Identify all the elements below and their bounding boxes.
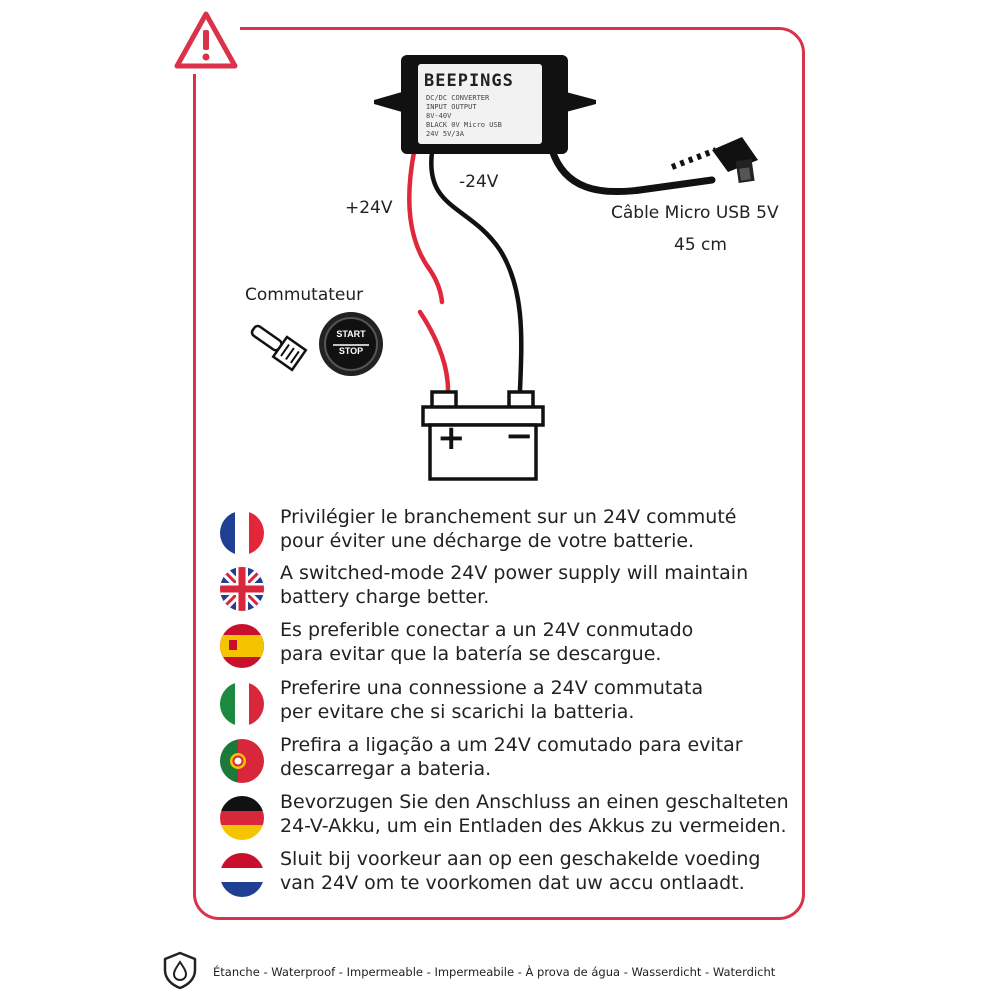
language-row-es: Es preferible conectar a un 24V conmutad… [220, 618, 780, 668]
france-flag-icon [220, 511, 264, 555]
battery-minus-sign: − [505, 416, 534, 456]
device-spec-3: 8V-40V [426, 112, 452, 120]
device-brand: BEEPINGS [424, 71, 514, 91]
italy-flag-icon [220, 682, 264, 726]
language-text: A switched-mode 24V power supply will ma… [280, 562, 749, 608]
germany-flag-icon [220, 796, 264, 840]
language-text: Es preferible conectar a un 24V conmutad… [280, 619, 694, 665]
language-row-it: Preferire una connessione a 24V commutat… [220, 676, 780, 726]
wiring-diagram [250, 55, 758, 481]
language-row-fr: Privilégier le branchement sur un 24V co… [220, 505, 780, 555]
footer: Étanche - Waterproof - Impermeable - Imp… [160, 950, 820, 990]
spain-flag-icon [220, 624, 264, 668]
uk-flag-icon [220, 567, 264, 611]
positive-wire-lower [417, 309, 451, 393]
cable-label: Câble Micro USB 5V [611, 203, 779, 223]
negative-wire-label: -24V [459, 172, 499, 192]
language-row-en: A switched-mode 24V power supply will ma… [220, 561, 780, 611]
warning-icon [172, 8, 240, 74]
dc-converter-device [374, 55, 596, 154]
waterproof-shield-icon [160, 950, 200, 990]
ignition-key-icon [250, 324, 308, 372]
language-text: Privilégier le branchement sur un 24V co… [280, 506, 737, 552]
switch-label: Commutateur [245, 285, 364, 305]
netherlands-flag-icon [220, 853, 264, 897]
battery-icon [421, 390, 545, 481]
start-stop-button-icon [319, 312, 383, 376]
language-text: Bevorzugen Sie den Anschluss an einen ge… [280, 791, 789, 837]
positive-wire-label: +24V [345, 198, 393, 218]
warning-frame [193, 27, 805, 920]
device-spec-5: 24V 5V/3A [426, 130, 464, 138]
cable-length: 45 cm [674, 235, 727, 255]
usb-cable [548, 146, 716, 196]
language-text: Prefira a ligação a um 24V comutado para… [280, 734, 743, 780]
stop-label: STOP [338, 346, 364, 356]
language-row-nl: Sluit bij voorkeur aan op een geschakeld… [220, 847, 780, 897]
language-row-de: Bevorzugen Sie den Anschluss an einen ge… [220, 790, 789, 840]
positive-wire-upper [407, 149, 445, 305]
device-spec-4: BLACK 0V Micro USB [426, 121, 502, 129]
device-spec-2: INPUT OUTPUT [426, 103, 477, 111]
language-text: Preferire una connessione a 24V commutat… [280, 677, 704, 723]
negative-wire [429, 149, 524, 393]
language-row-pt: Prefira a ligação a um 24V comutado para… [220, 733, 780, 783]
language-text: Sluit bij voorkeur aan op een geschakeld… [280, 848, 761, 894]
footer-waterproof-text: Étanche - Waterproof - Impermeable - Imp… [213, 965, 776, 979]
device-spec-1: DC/DC CONVERTER [426, 94, 490, 102]
portugal-flag-icon [220, 739, 264, 783]
micro-usb-plug-icon [712, 137, 758, 183]
start-label: START [336, 329, 366, 339]
battery-plus-sign: + [437, 418, 466, 458]
